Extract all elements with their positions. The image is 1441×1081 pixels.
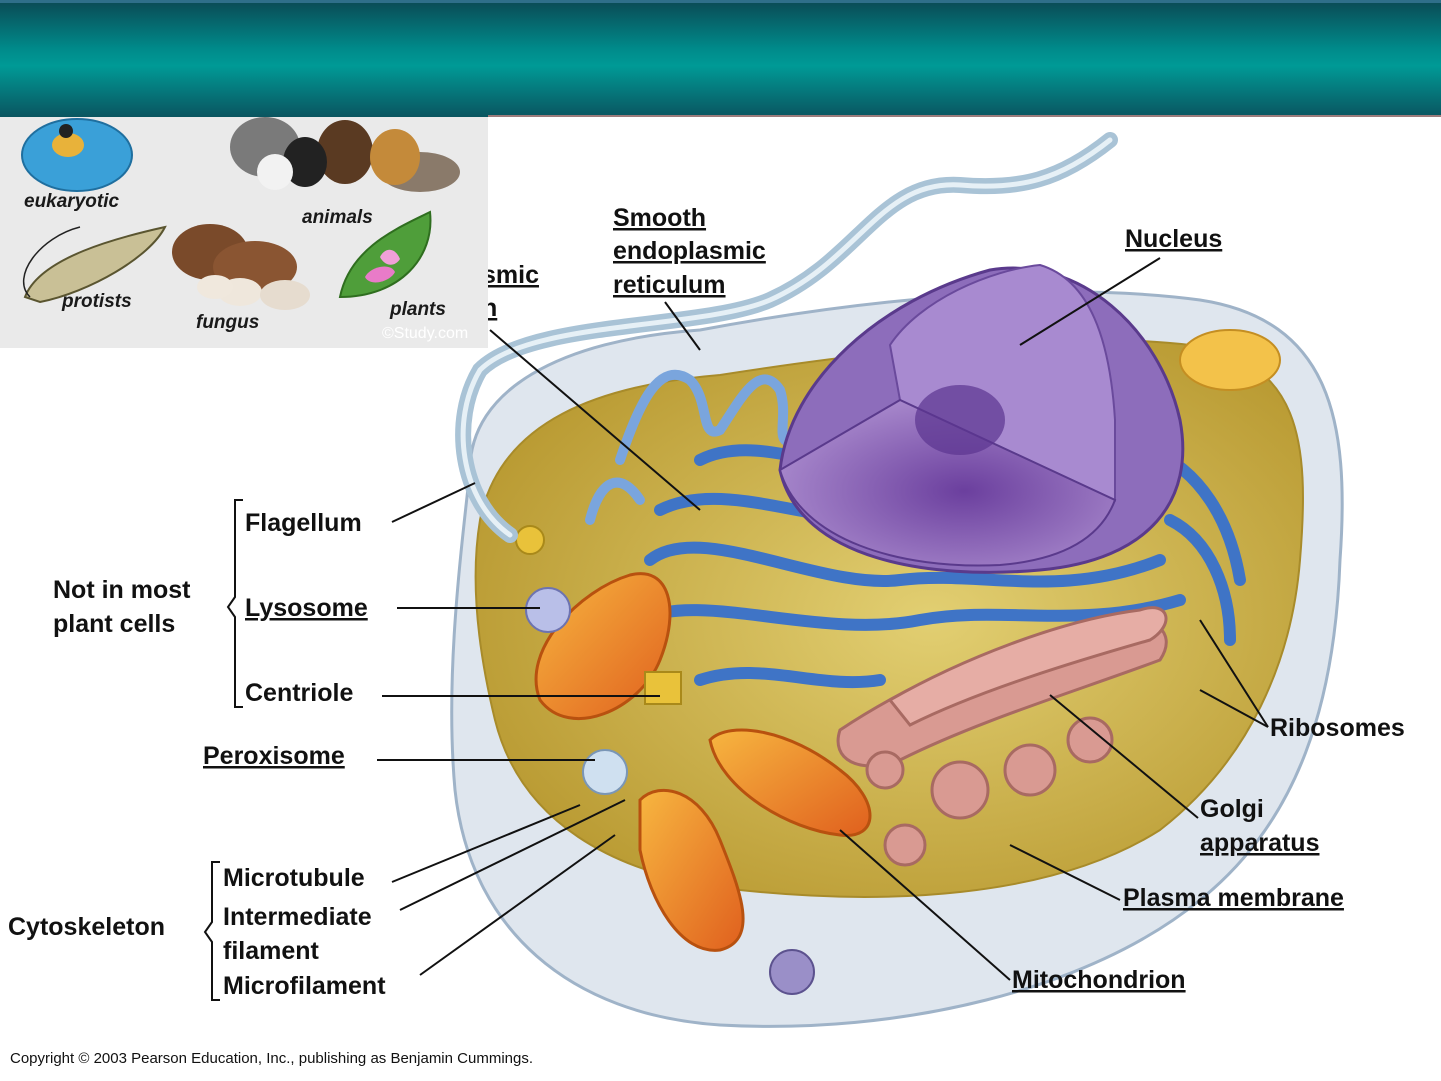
smooth-er <box>585 369 805 525</box>
label-intermediate-1: Intermediate <box>223 903 372 931</box>
label-lysosome: Lysosome <box>245 594 368 622</box>
mitochondria <box>534 572 872 952</box>
label-not-in-plant-2: plant cells <box>53 610 175 638</box>
label-smooth-er-1: Smooth <box>613 204 706 232</box>
inset-watermark: ©Study.com <box>382 325 468 342</box>
inset-label-fungus: fungus <box>196 312 259 333</box>
flagellum-base <box>515 525 545 555</box>
nucleus <box>778 263 1185 574</box>
inset-label-protists: protists <box>61 291 132 312</box>
label-nucleus: Nucleus <box>1125 225 1222 253</box>
not-in-plant-bracket <box>226 499 243 708</box>
copyright-notice: Copyright © 2003 Pearson Education, Inc.… <box>10 1050 534 1067</box>
cytoskeleton-bracket <box>203 861 220 1001</box>
eukaryote-inset: eukaryotic animals protists fungus plant… <box>0 117 488 348</box>
inset-label-plants: plants <box>389 299 446 320</box>
inset-label-animals: animals <box>302 207 373 228</box>
leader-lines <box>377 257 1269 981</box>
label-rough-er-1: smic <box>482 261 539 289</box>
label-smooth-er-2: endoplasmic <box>613 237 766 265</box>
golgi-apparatus <box>836 606 1168 867</box>
label-microfilament: Microfilament <box>223 972 386 1000</box>
label-not-in-plant-1: Not in most <box>53 576 191 604</box>
label-smooth-er-3: reticulum <box>613 271 726 299</box>
label-flagellum: Flagellum <box>245 509 362 537</box>
label-microtubule: Microtubule <box>223 864 365 892</box>
label-mitochondrion: Mitochondrion <box>1012 966 1186 994</box>
label-intermediate-2: filament <box>223 937 320 965</box>
label-golgi-1: Golgi <box>1200 795 1264 823</box>
label-cytoskeleton: Cytoskeleton <box>8 913 165 941</box>
label-plasma-membrane: Plasma membrane <box>1123 884 1344 912</box>
fungus-image <box>172 224 310 310</box>
inset-label-eukaryotic: eukaryotic <box>24 191 119 212</box>
label-ribosomes: Ribosomes <box>1270 714 1405 742</box>
centriole-organelle <box>644 671 682 705</box>
title-banner <box>0 0 1441 117</box>
label-peroxisome: Peroxisome <box>203 742 345 770</box>
label-golgi-2: apparatus <box>1200 829 1319 857</box>
peroxisome-organelle <box>582 749 628 795</box>
eukaryotic-cell-image <box>21 118 133 192</box>
vesicle-purple <box>769 949 815 995</box>
animals-image <box>230 117 460 192</box>
vacuole-yellow <box>1179 329 1281 391</box>
plant-image <box>338 210 432 299</box>
banner-divider <box>488 115 1441 117</box>
protist-image <box>23 225 167 304</box>
lysosome-organelle <box>525 587 571 633</box>
label-centriole: Centriole <box>245 679 353 707</box>
